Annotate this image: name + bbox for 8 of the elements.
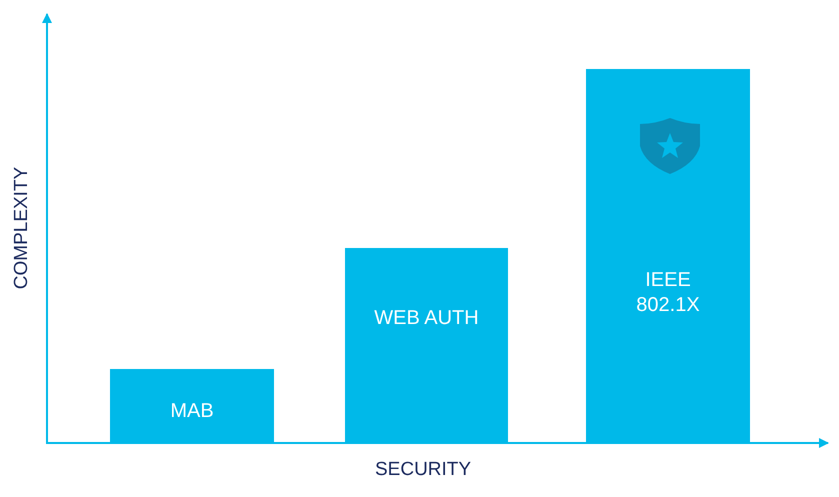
bar xyxy=(586,69,750,443)
x-axis-label: SECURITY xyxy=(375,459,472,481)
bar-label: WEB AUTH xyxy=(373,306,480,331)
bar xyxy=(110,369,274,443)
y-axis-label: COMPLEXITY xyxy=(11,166,33,290)
bar-label: MAB xyxy=(169,399,215,424)
bar xyxy=(345,248,508,443)
bar-label: IEEE 802.1X xyxy=(635,268,701,318)
